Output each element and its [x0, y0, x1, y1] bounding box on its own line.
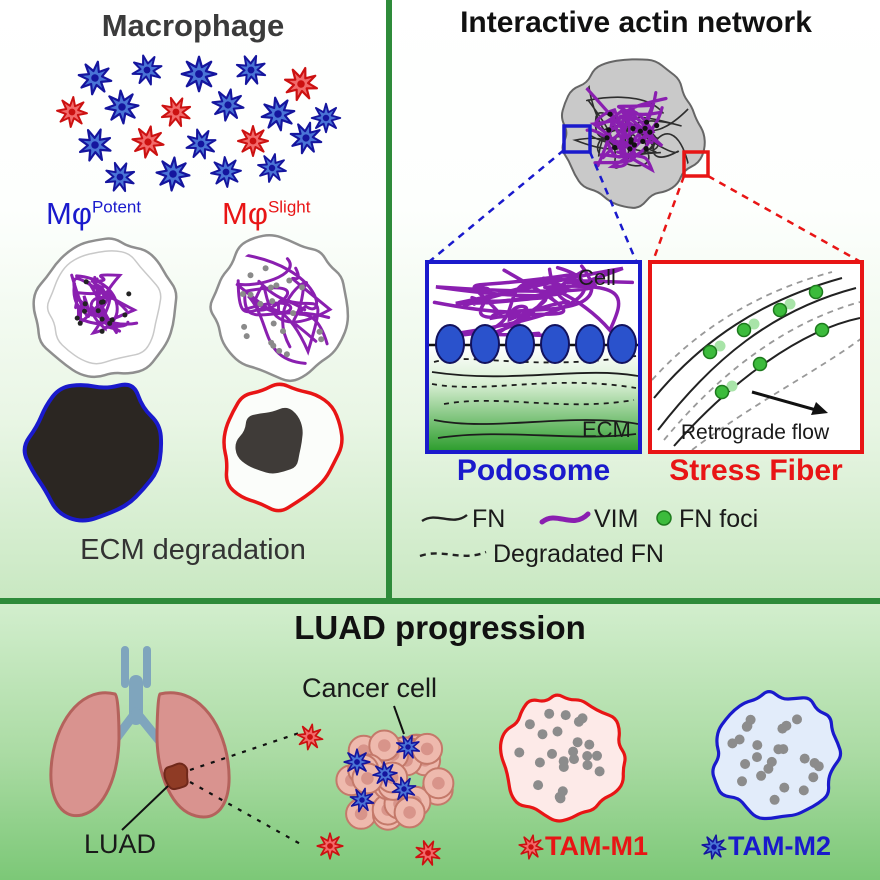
tumor-pointer-line [121, 785, 169, 831]
stress-fiber-label: Stress Fiber [669, 454, 843, 487]
podosome-box-content [429, 264, 638, 450]
cell-label: Cell [578, 265, 616, 290]
actin-panel-title: Interactive actin network [460, 6, 812, 39]
actin-cell-dots [604, 111, 660, 152]
macrophage-panel: Macrophage MφPotent MφSlight ECM degrada… [0, 0, 386, 598]
tam-m1-legend-star [516, 832, 546, 862]
mphi-potent-sup: Potent [91, 197, 142, 217]
cancer-cell-label: Cancer cell [302, 673, 438, 703]
macrophage-cell-cluster [54, 48, 342, 198]
podosome-label: Podosome [456, 454, 611, 487]
vertical-panel-divider [386, 0, 392, 604]
slight-cell-dots [239, 265, 325, 358]
tam-m1-granules [514, 708, 605, 804]
fn-arc [657, 287, 857, 431]
vim-legend-label: VIM [594, 505, 639, 533]
lungs-illustration [49, 646, 231, 831]
mphi-potent-base: Mφ [46, 196, 92, 231]
degraded-fn-arc [691, 338, 860, 450]
podosome-zoom-box [562, 124, 592, 154]
ecm-degradation-caption: ECM degradation [80, 534, 306, 566]
fn-line [437, 433, 637, 439]
mphi-slight-sup: Slight [267, 197, 311, 217]
tam-m1-label: TAM-M1 [545, 831, 648, 861]
tam-m2-granules [727, 714, 824, 805]
cancer-cell-pointer-line [393, 705, 405, 735]
fn-foci-legend-label: FN foci [679, 505, 759, 533]
red-zoom-line-left [651, 175, 686, 262]
degraded-fn-arc [663, 301, 860, 441]
degraded-fn-line [443, 399, 635, 406]
actin-network-panel: Interactive actin network Cell ECM Podos… [392, 0, 880, 598]
luad-progression-panel: LUAD progression Cancer cell LUAD TAM-M1… [0, 604, 880, 880]
tumor [163, 762, 189, 791]
stress-fiber-zoom-box [682, 150, 710, 178]
large-degradation-area [22, 382, 164, 523]
fn-legend-label: FN [472, 505, 506, 533]
potent-macrophage-inner-membrane [46, 250, 162, 365]
red-zoom-line-right [707, 174, 860, 263]
luad-label: LUAD [84, 829, 157, 859]
blue-zoom-line-right [588, 151, 638, 262]
potent-macrophage-outline [32, 237, 178, 379]
cancer-cell-cluster [335, 729, 455, 831]
macrophage-panel-title: Macrophage [101, 8, 285, 43]
mphi-slight-base: Mφ [222, 196, 268, 231]
vimentin-network [584, 86, 668, 174]
fn-foci-legend-dot [656, 510, 672, 526]
stress-fiber-box [648, 260, 864, 454]
fn-arc [673, 317, 860, 447]
fn-foci-dots [702, 284, 830, 400]
mphi-potent-label: MφPotent [46, 196, 141, 232]
actin-illustration [419, 58, 864, 558]
luad-illustration [49, 646, 843, 871]
fn-foci-halos [714, 298, 796, 392]
degraded-fn-arc [652, 271, 833, 381]
retrograde-flow-label: Retrograde flow [680, 421, 830, 444]
horizontal-panel-divider [0, 598, 880, 604]
luad-panel-title: LUAD progression [294, 609, 586, 646]
podosome-ovals [435, 324, 637, 364]
fn-legend-line [421, 513, 468, 523]
ecm-label: ECM [582, 417, 631, 442]
fn-line [433, 419, 638, 425]
ecm-zone [429, 347, 638, 450]
right-lung [155, 691, 231, 819]
potent-cell-dots [74, 279, 132, 334]
fn-line [431, 371, 638, 378]
tam-m2-legend-star [699, 832, 729, 862]
degradated-fn-legend-line [419, 550, 487, 558]
mphi-slight-label: MφSlight [222, 196, 310, 232]
macrophage-illustration [22, 48, 350, 523]
retrograde-flow-arrow [751, 390, 828, 415]
small-degradation-area [235, 407, 303, 474]
degraded-fn-line [431, 381, 637, 389]
blue-zoom-line-left [429, 149, 565, 262]
stress-fiber-box-content [652, 271, 860, 450]
vim-legend-line [539, 511, 591, 525]
tam-m2-label: TAM-M2 [728, 831, 831, 861]
degradated-fn-legend-label: Degradated FN [493, 540, 664, 568]
left-lung [49, 691, 121, 818]
